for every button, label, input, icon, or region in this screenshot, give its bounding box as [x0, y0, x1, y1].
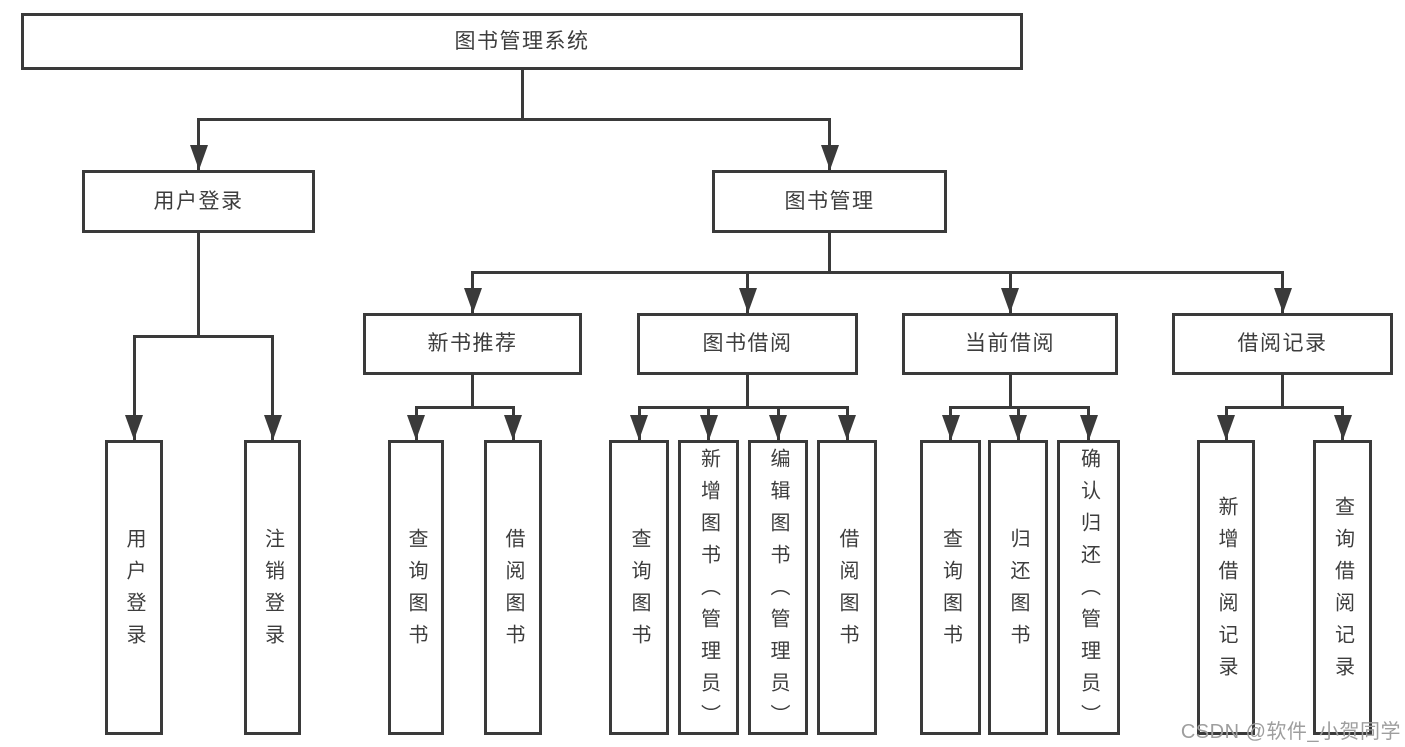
node-nb-borrow: 借阅图书	[484, 440, 542, 735]
node-nb-query: 查询图书	[388, 440, 444, 735]
arrowhead-down-icon	[1001, 288, 1019, 313]
arrowhead-down-icon	[1009, 415, 1027, 440]
edge-bar-user-login	[132, 335, 274, 338]
node-book-borrow: 图书借阅	[637, 313, 858, 375]
node-label-cb-query: 查询图书	[939, 527, 962, 656]
edge-stem-book-mgmt	[828, 233, 831, 271]
node-cb-return: 归还图书	[988, 440, 1048, 735]
node-label-root: 图书管理系统	[454, 29, 590, 53]
arrowhead-down-icon	[1333, 415, 1352, 440]
node-cb-query: 查询图书	[920, 440, 981, 735]
arrowhead-down-icon	[769, 415, 787, 440]
arrowhead-down-icon	[125, 415, 143, 440]
arrowhead-down-icon	[838, 415, 856, 440]
node-user-login: 用户登录	[82, 170, 315, 233]
node-label-ul-logout: 注销登录	[261, 527, 284, 656]
arrowhead-down-icon	[504, 415, 522, 440]
edge-stem-borrow-records	[1281, 375, 1284, 406]
node-label-bb-borrow: 借阅图书	[836, 527, 858, 656]
edge-bar-new-book-rec	[414, 406, 515, 409]
arrowhead-down-icon	[738, 288, 757, 313]
arrowhead-down-icon	[263, 415, 282, 440]
arrowhead-down-icon	[407, 415, 425, 440]
edge-stem-root	[520, 70, 524, 118]
node-label-bb-query: 查询图书	[628, 527, 650, 656]
node-book-mgmt: 图书管理	[712, 170, 947, 233]
node-label-bb-edit: 编辑图书（管理员）	[767, 447, 789, 736]
edge-drop-user-login	[197, 118, 200, 170]
arrowhead-down-icon	[630, 415, 648, 440]
node-ul-login: 用户登录	[105, 440, 163, 735]
node-cb-confirm: 确认归还（管理员）	[1057, 440, 1120, 736]
arrowhead-down-icon	[699, 415, 718, 440]
node-br-query: 查询借阅记录	[1313, 440, 1372, 735]
edge-bar-book-mgmt	[471, 271, 1284, 274]
node-label-cb-return: 归还图书	[1007, 527, 1029, 656]
arrowhead-down-icon	[463, 288, 482, 313]
node-label-br-add: 新增借阅记录	[1215, 495, 1237, 688]
edge-drop-ul-logout	[271, 335, 274, 440]
node-root: 图书管理系统	[21, 13, 1023, 70]
edge-drop-book-mgmt	[828, 118, 831, 170]
arrowhead-down-icon	[820, 145, 839, 170]
watermark: CSDN @软件_小贺同学	[1180, 721, 1401, 743]
arrowhead-down-icon	[1273, 288, 1292, 313]
node-label-nb-query: 查询图书	[405, 527, 427, 656]
edge-drop-ul-login	[132, 335, 136, 440]
node-label-nb-borrow: 借阅图书	[502, 527, 524, 656]
edge-stem-current-borrow	[1008, 375, 1012, 406]
arrowhead-down-icon	[941, 415, 960, 440]
node-label-current-borrow: 当前借阅	[965, 332, 1055, 356]
node-borrow-records: 借阅记录	[1172, 313, 1393, 375]
edge-bar-current-borrow	[949, 406, 1090, 409]
node-label-new-book-rec: 新书推荐	[427, 332, 518, 356]
edge-bar-book-borrow	[637, 406, 849, 409]
node-current-borrow: 当前借阅	[902, 313, 1118, 375]
edge-stem-user-login	[197, 233, 200, 335]
edge-stem-book-borrow	[746, 375, 749, 406]
node-new-book-rec: 新书推荐	[363, 313, 582, 375]
node-bb-borrow: 借阅图书	[817, 440, 877, 735]
arrowhead-down-icon	[1079, 415, 1098, 440]
node-label-bb-add: 新增图书（管理员）	[697, 447, 720, 736]
node-bb-edit: 编辑图书（管理员）	[748, 440, 808, 736]
node-label-br-query: 查询借阅记录	[1331, 495, 1354, 688]
node-label-borrow-records: 借阅记录	[1237, 332, 1328, 356]
arrowhead-down-icon	[1217, 415, 1235, 440]
node-label-user-login: 用户登录	[153, 189, 244, 213]
node-bb-query: 查询图书	[609, 440, 669, 735]
node-label-book-borrow: 图书借阅	[702, 332, 793, 356]
node-bb-add: 新增图书（管理员）	[678, 440, 739, 736]
edge-bar-borrow-records	[1224, 406, 1344, 409]
node-label-ul-login: 用户登录	[123, 527, 145, 656]
node-br-add: 新增借阅记录	[1197, 440, 1255, 735]
arrowhead-down-icon	[189, 145, 208, 170]
edge-bar-root	[197, 118, 831, 121]
node-ul-logout: 注销登录	[244, 440, 301, 735]
node-label-book-mgmt: 图书管理	[784, 189, 875, 213]
node-label-cb-confirm: 确认归还（管理员）	[1077, 447, 1100, 736]
edge-stem-new-book-rec	[471, 375, 474, 406]
